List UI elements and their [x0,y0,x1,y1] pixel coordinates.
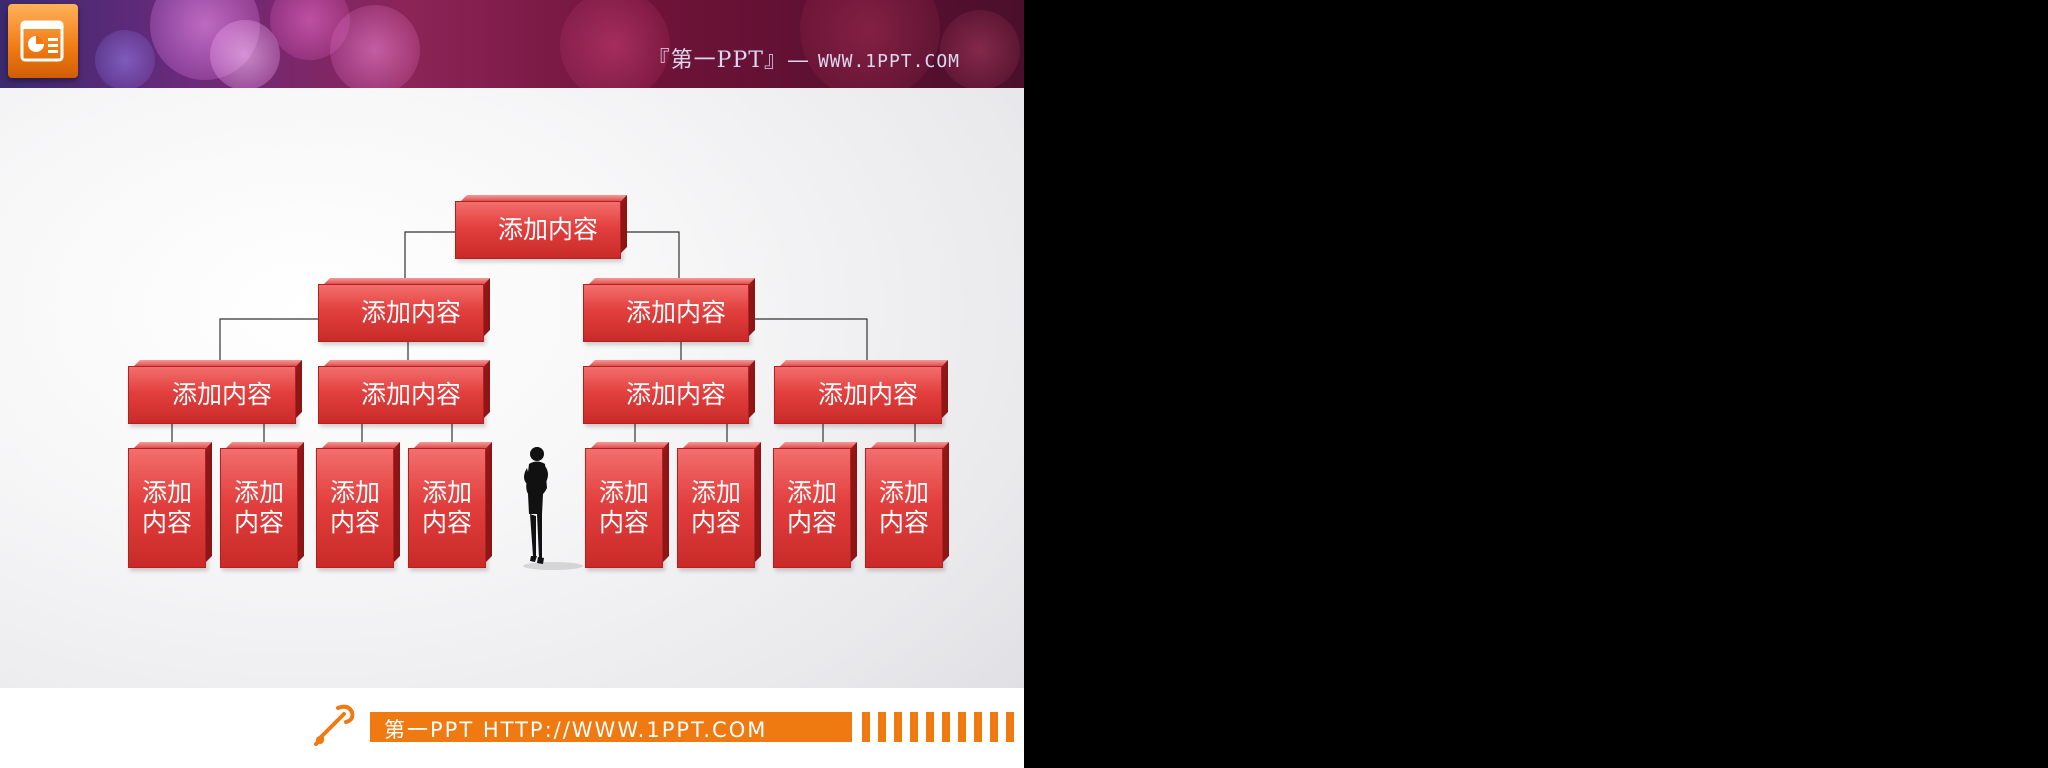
footer-bar [370,712,852,742]
powerpoint-icon [8,4,78,78]
footer-stripe [862,712,870,742]
org-node-level4[interactable]: 添加内容 [773,442,857,568]
org-node-label: 添加内容 [625,298,726,327]
org-node-label: 添加内容 [497,215,598,244]
org-node-label: 添加内容 [691,478,742,537]
businesswoman-silhouette [523,447,583,570]
org-node-level2[interactable]: 添加内容 [318,278,490,342]
footer-stripe [894,712,902,742]
pencil-icon [314,704,355,746]
org-node-level4[interactable]: 添加内容 [585,442,669,568]
org-node-level4[interactable]: 添加内容 [677,442,761,568]
org-node-label: 添加内容 [787,478,838,537]
org-node-label: 添加内容 [330,478,381,537]
org-node-root[interactable]: 添加内容 [455,195,627,259]
org-node-label: 添加内容 [625,380,726,409]
footer-stripe [926,712,934,742]
org-node-label: 添加内容 [599,478,650,537]
footer-stripe [942,712,950,742]
org-node-level4[interactable]: 添加内容 [220,442,304,568]
org-node-label: 添加内容 [422,478,473,537]
footer-stripe [974,712,982,742]
footer-stripe [910,712,918,742]
org-node-level3[interactable]: 添加内容 [318,360,490,424]
org-node-label: 添加内容 [360,380,461,409]
org-node-level3[interactable]: 添加内容 [128,360,302,424]
org-node-level4[interactable]: 添加内容 [128,442,212,568]
header-url: WWW.1PPT.COM [817,51,960,72]
right-black-area [1024,0,2048,768]
org-node-level4[interactable]: 添加内容 [865,442,949,568]
org-node-label: 添加内容 [360,298,461,327]
footer-stripe [878,712,886,742]
org-node-label: 添加内容 [142,478,193,537]
org-node-label: 添加内容 [234,478,285,537]
header-brand: 『第一PPT』— WWW.1PPT.COM [648,42,960,74]
org-node-label: 添加内容 [171,380,272,409]
org-node-label: 添加内容 [817,380,918,409]
org-node-level4[interactable]: 添加内容 [316,442,400,568]
footer-stripe [990,712,998,742]
header-banner: 『第一PPT』— WWW.1PPT.COM [0,0,1024,88]
org-chart-connectors [171,231,916,443]
footer-stripe [1006,712,1014,742]
org-node-level3[interactable]: 添加内容 [583,360,755,424]
footer-stripe [958,712,966,742]
header-brand-name: 『第一PPT』— [647,48,810,73]
footer-text: 第一PPT HTTP://WWW.1PPT.COM [384,718,768,742]
org-node-label: 添加内容 [879,478,930,537]
org-node-level4[interactable]: 添加内容 [408,442,492,568]
org-node-level3[interactable]: 添加内容 [774,360,948,424]
slide: 『第一PPT』— WWW.1PPT.COM [0,0,1024,768]
org-node-level2[interactable]: 添加内容 [583,278,755,342]
